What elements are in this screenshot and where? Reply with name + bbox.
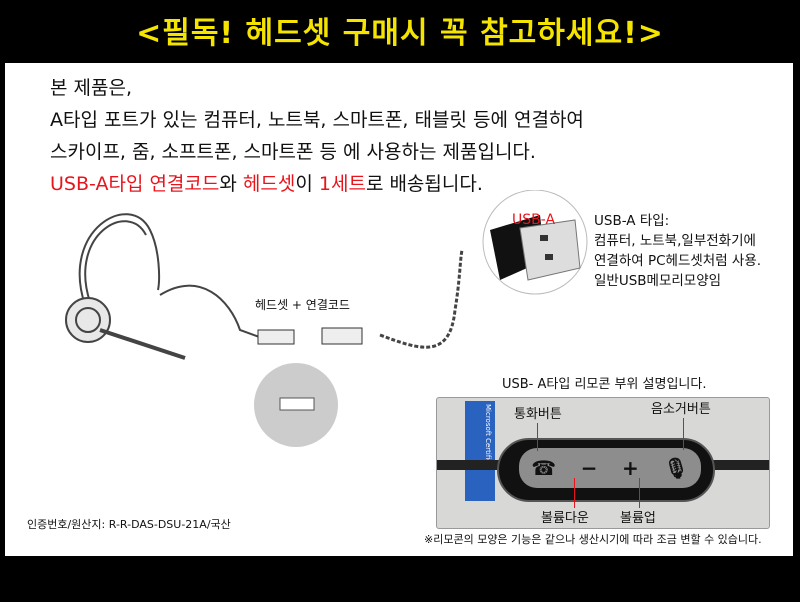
mute-icon[interactable]: 🎙	[663, 456, 689, 480]
usb-description: USB-A 타입: 컴퓨터, 노트북,일부전화기에 연결하여 PC헤드셋처럼 사…	[594, 211, 761, 291]
usb-desc: 연결하여 PC헤드셋처럼 사용.	[594, 253, 762, 269]
usb-desc: 컴퓨터, 노트북,일부전화기에	[594, 233, 756, 249]
minus-icon[interactable]: −	[580, 456, 598, 480]
call-icon[interactable]: ☎	[531, 456, 557, 480]
highlight: 1세트	[318, 173, 366, 195]
highlight: USB-A타입 연결코드	[50, 173, 220, 195]
remote-photo: Microsoft Certified ☎−+ 🎙 통화버튼 음소거버튼 볼륨다운…	[436, 397, 770, 529]
intro-line: 스카이프, 줌, 소프트폰, 스마트폰 등 에 사용하는 제품입니다.	[50, 141, 536, 163]
connection-label: 헤드셋 + 연결코드	[255, 298, 350, 312]
intro-line: A타입 포트가 있는 컴퓨터, 노트북, 스마트폰, 태블릿 등에 연결하여	[50, 109, 584, 131]
page-title: <필독! 헤드셋 구매시 꼭 참고하세요!>	[136, 16, 664, 51]
mute-button-label: 음소거버튼	[651, 402, 711, 417]
certification-info: 인증번호/원산지: R-R-DAS-DSU-21A/국산	[27, 518, 231, 531]
plus-icon[interactable]: +	[622, 456, 639, 480]
usb-badge: USB-A	[512, 212, 556, 228]
usb-title: USB-A 타입:	[594, 213, 670, 229]
intro-line: 본 제품은,	[50, 77, 132, 99]
volume-down-label: 볼륨다운	[541, 511, 589, 526]
remote-title: USB- A타입 리모콘 부위 설명입니다.	[502, 377, 707, 392]
usb-desc: 일반USB메모리모양임	[594, 273, 722, 289]
headset-illustration	[65, 190, 588, 447]
call-button-label: 통화버튼	[514, 407, 562, 422]
intro-text: 본 제품은, A타입 포트가 있는 컴퓨터, 노트북, 스마트폰, 태블릿 등에…	[50, 72, 584, 200]
highlight: 헤드셋	[242, 173, 296, 195]
text: 이	[295, 173, 319, 195]
certified-sticker: Microsoft Certified	[465, 401, 495, 501]
remote-note: ※리모콘의 모양은 기능은 같으나 생산시기에 따라 조금 변할 수 있습니다.	[424, 533, 762, 546]
text: 와	[219, 173, 243, 195]
volume-up-label: 볼륨업	[620, 511, 656, 526]
intro-line: USB-A타입 연결코드와 헤드셋이 1세트로 배송됩니다.	[50, 168, 584, 200]
text: 로 배송됩니다.	[365, 173, 483, 195]
